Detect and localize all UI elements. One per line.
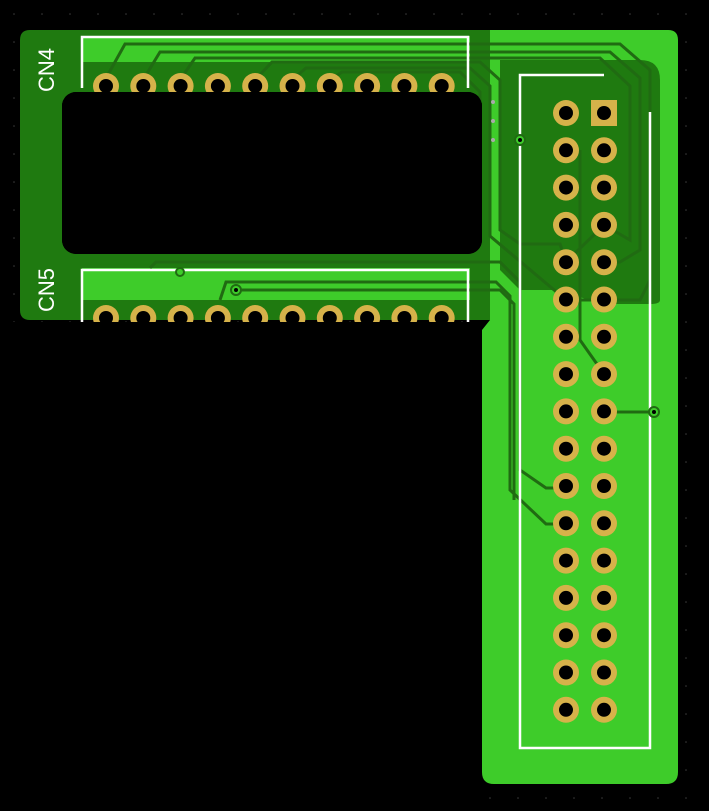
header-pad — [591, 361, 617, 388]
header-pad — [591, 547, 617, 574]
cutout-mask — [62, 92, 482, 254]
header-pad — [553, 211, 579, 238]
header-pad — [553, 696, 579, 723]
header-pad-1 — [591, 100, 617, 126]
header-pad — [591, 659, 617, 686]
cn4-pads — [62, 73, 482, 254]
header-pad — [591, 323, 617, 350]
header-pad — [553, 584, 579, 611]
header-pad — [591, 249, 617, 276]
vias — [175, 100, 660, 418]
header-pad — [553, 361, 579, 388]
header-pads — [553, 100, 617, 723]
header-pad — [591, 174, 617, 201]
silkscreen-outlines — [80, 35, 652, 750]
header-pad — [553, 473, 579, 499]
header-pad — [591, 211, 617, 238]
header-pad — [553, 510, 579, 537]
header-pad — [591, 137, 617, 164]
header-pad — [553, 100, 579, 126]
cutout-mask — [0, 322, 482, 352]
header-pad — [591, 696, 617, 723]
header-pad — [553, 398, 579, 425]
header-pad — [553, 137, 579, 164]
header-pad — [591, 584, 617, 611]
cn4-label: CN4 — [34, 48, 59, 92]
header-pad — [553, 249, 579, 276]
header-pad — [553, 174, 579, 201]
header-pad — [591, 398, 617, 425]
cn5-pads — [0, 305, 482, 352]
silkscreen-labels: CN4 CN5 — [34, 48, 59, 312]
traces — [103, 42, 654, 526]
header-pad — [591, 622, 617, 649]
header-pad — [553, 659, 579, 686]
cn5-label: CN5 — [34, 268, 59, 312]
header-pad — [553, 547, 579, 574]
header-pad — [591, 435, 617, 462]
header-pad — [591, 510, 617, 537]
header-pad — [591, 473, 617, 499]
header-pad — [553, 435, 579, 462]
header-pad — [553, 622, 579, 649]
header-pad — [553, 323, 579, 350]
header-pad — [591, 286, 617, 313]
header-pad — [553, 286, 579, 313]
